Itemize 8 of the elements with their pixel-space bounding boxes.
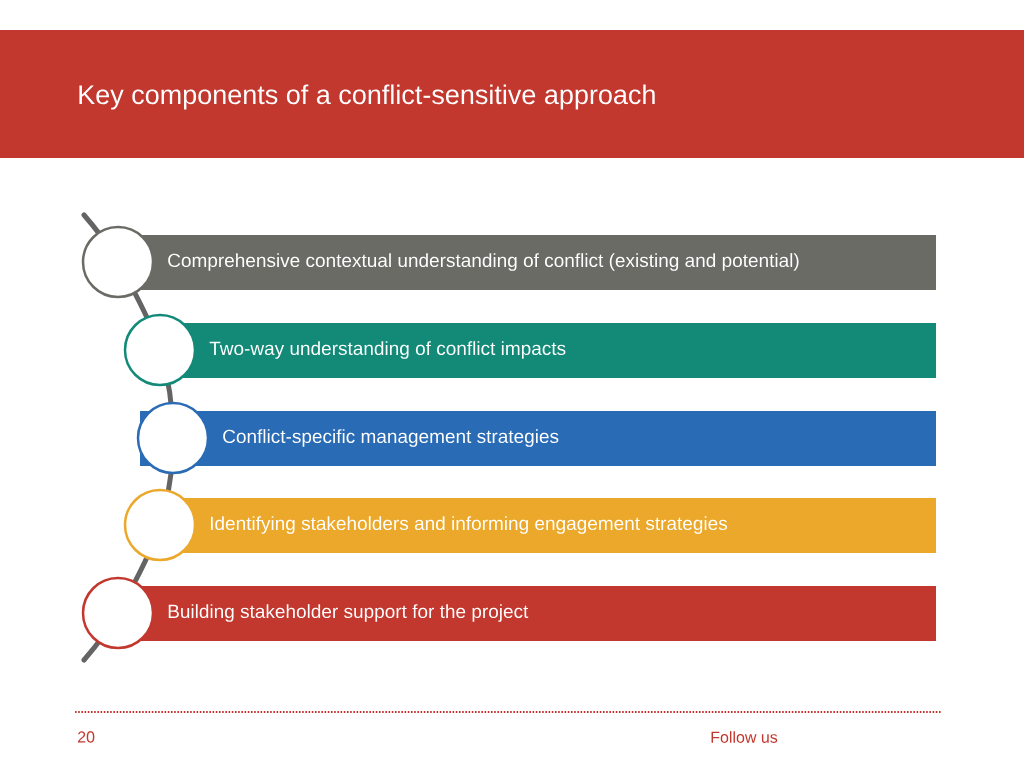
step-bar: Comprehensive contextual understanding of conflict (existing and potential) bbox=[81, 225, 936, 299]
step-bar: Building stakeholder support for the project bbox=[81, 576, 936, 650]
footer-text: 20 bbox=[78, 731, 95, 743]
footer-text: Follow us bbox=[711, 731, 778, 743]
step-bar: Identifying stakeholders and informing engagement strategies bbox=[123, 488, 936, 562]
step-bar: Conflict-specific management strategies bbox=[136, 401, 936, 475]
header-band: Key components of a conflict-sensitive approach bbox=[0, 30, 1024, 158]
step-bar: Two-way understanding of conflict impacts bbox=[123, 313, 936, 387]
